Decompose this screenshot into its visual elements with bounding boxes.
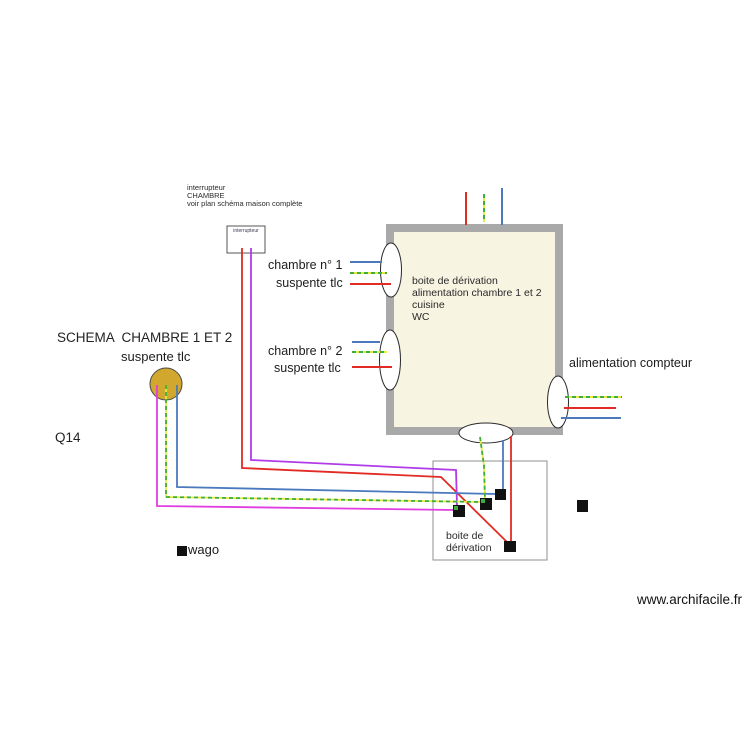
wire-switch-red-run bbox=[241, 248, 508, 543]
switch-note-line2: CHAMBRE bbox=[187, 191, 225, 200]
chambre1-sublabel: suspente tlc bbox=[276, 276, 343, 290]
room-outline[interactable] bbox=[386, 224, 563, 435]
alimentation-compteur-label: alimentation compteur bbox=[569, 356, 692, 370]
q14-label: Q14 bbox=[55, 430, 81, 445]
lone-connector-square[interactable] bbox=[577, 500, 588, 512]
switch-symbol-label: interrupteur bbox=[233, 228, 259, 234]
wall-outlet-ellipse-chambre2[interactable] bbox=[379, 329, 401, 391]
switch-note-line3: voir plan schéma maison complète bbox=[187, 199, 303, 208]
wago-symbol-square[interactable] bbox=[177, 546, 187, 556]
wire-lamp-blue-run bbox=[176, 385, 497, 495]
switch-note-line1: interrupteur bbox=[187, 183, 226, 192]
wire-drop-earth-dash bbox=[479, 436, 486, 501]
connector-square-4[interactable] bbox=[504, 541, 516, 552]
wall-outlet-ellipse-bottom[interactable] bbox=[458, 422, 514, 444]
room-text-line2: alimentation chambre 1 et 2 bbox=[412, 287, 542, 299]
wago-label: wago bbox=[188, 542, 220, 557]
wire-switch-purple-run bbox=[250, 248, 458, 506]
wire-lamp-earth-run bbox=[165, 385, 483, 503]
room-text-line1: boite de dérivation bbox=[412, 275, 498, 287]
connector-square-1[interactable] bbox=[495, 489, 506, 500]
schema-title: SCHEMA CHAMBRE 1 ET 2 bbox=[57, 330, 233, 345]
chambre2-sublabel: suspente tlc bbox=[274, 361, 341, 375]
connector-square-2-earth-dot bbox=[481, 499, 485, 503]
wall-outlet-ellipse-compteur[interactable] bbox=[547, 375, 569, 429]
switch-symbol-box[interactable] bbox=[226, 225, 266, 254]
wall-outlet-ellipse-chambre1[interactable] bbox=[380, 242, 402, 298]
schema-subtitle: suspente tlc bbox=[121, 349, 191, 364]
room-text-line4: WC bbox=[412, 311, 430, 323]
room-text-line3: cuisine bbox=[412, 299, 445, 311]
wire-lamp-earth-dash bbox=[165, 385, 483, 503]
wire-lamp-magenta-run bbox=[156, 385, 455, 511]
derivation-box-label-line1: boite de bbox=[446, 530, 484, 542]
wire-drop-earth bbox=[479, 436, 486, 501]
watermark-link[interactable]: www.archifacile.fr bbox=[637, 592, 743, 607]
chambre1-label: chambre n° 1 bbox=[268, 258, 343, 272]
chambre2-label: chambre n° 2 bbox=[268, 344, 343, 358]
connector-square-3-earth-dot bbox=[454, 506, 458, 510]
derivation-box-label-line2: dérivation bbox=[446, 542, 492, 554]
